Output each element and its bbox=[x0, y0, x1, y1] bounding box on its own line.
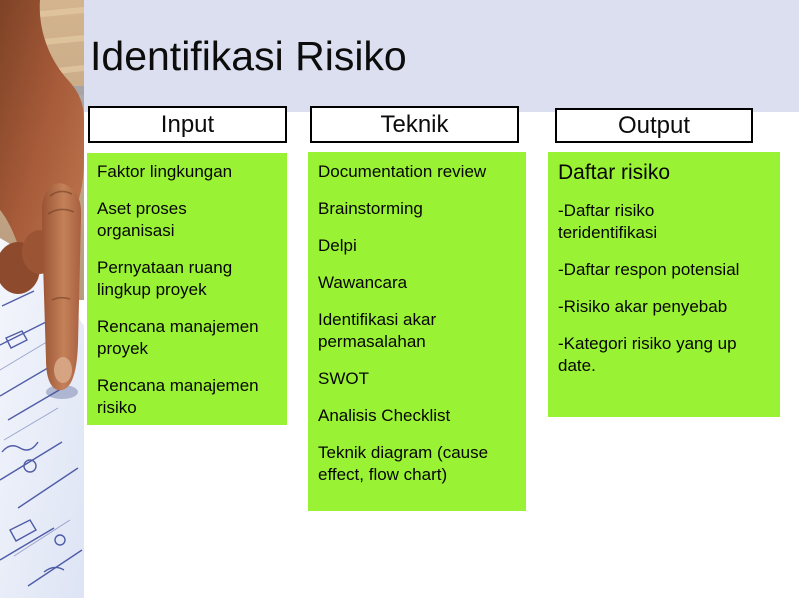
column-header-teknik-label: Teknik bbox=[380, 110, 449, 138]
list-item: Identifikasi akar permasalahan bbox=[318, 310, 437, 351]
blueprint-lines bbox=[0, 290, 83, 587]
input-items-box: Faktor lingkungan Aset proses organisasi… bbox=[87, 153, 287, 425]
page-title: Identifikasi Risiko bbox=[90, 33, 407, 79]
list-item: Wawancara bbox=[318, 273, 408, 292]
title-band bbox=[84, 0, 799, 112]
list-item: -Daftar respon potensial bbox=[558, 260, 740, 279]
list-item: Analisis Checklist bbox=[318, 406, 451, 425]
column-header-output: Output bbox=[555, 108, 753, 143]
list-item: -Risiko akar penyebab bbox=[558, 297, 728, 316]
list-item: Pernyataan ruang lingkup proyek bbox=[97, 258, 233, 299]
column-header-input: Input bbox=[88, 106, 287, 143]
column-header-input-label: Input bbox=[160, 110, 215, 138]
list-item: Brainstorming bbox=[318, 199, 423, 218]
hand-blueprint-photo-image bbox=[0, 0, 84, 598]
fingernail bbox=[54, 357, 72, 383]
list-item: Teknik diagram (cause effect, flow chart… bbox=[318, 443, 489, 484]
list-item: Rencana manajemen proyek bbox=[97, 317, 259, 358]
list-item: Documentation review bbox=[318, 162, 487, 181]
list-item-emphasized: Daftar risiko bbox=[558, 161, 671, 184]
teknik-items-box: Documentation review Brainstorming Delpi… bbox=[308, 152, 526, 511]
list-item: Faktor lingkungan bbox=[97, 162, 233, 181]
list-item: -Kategori risiko yang up date. bbox=[558, 334, 737, 375]
output-items-box: Daftar risiko -Daftar risiko teridentifi… bbox=[548, 152, 780, 417]
pointing-finger bbox=[42, 183, 82, 391]
list-item: SWOT bbox=[318, 369, 369, 388]
list-item: Delpi bbox=[318, 236, 357, 255]
list-item: -Daftar risiko teridentifikasi bbox=[558, 201, 658, 242]
column-header-teknik: Teknik bbox=[310, 106, 519, 143]
column-header-output-label: Output bbox=[617, 111, 691, 139]
list-item: Aset proses organisasi bbox=[97, 199, 187, 240]
list-item: Rencana manajemen risiko bbox=[97, 376, 259, 417]
